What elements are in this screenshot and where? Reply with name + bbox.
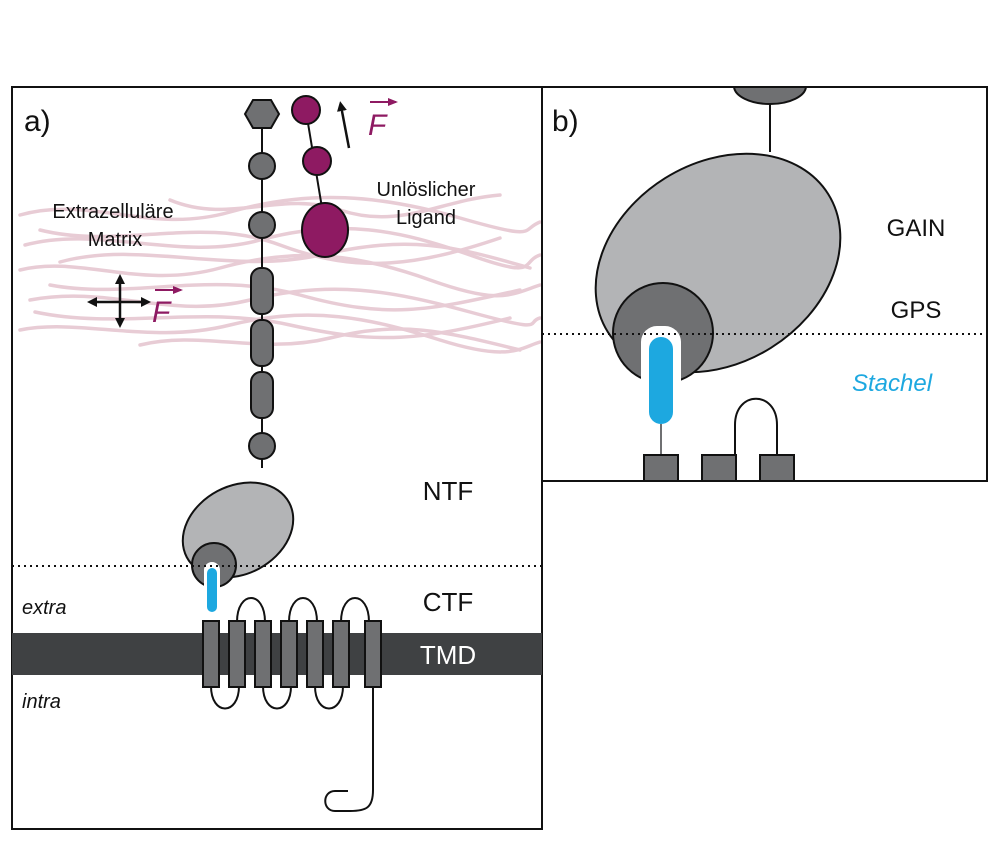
stalk-domain-4 <box>250 319 274 367</box>
panel-b: b) GAIN GPS Stachel <box>541 86 988 482</box>
tm-helix-5 <box>306 620 324 688</box>
force-symbol-ligand: F <box>368 98 398 142</box>
tm-helix-b-2 <box>701 454 737 481</box>
tm-helix-6 <box>332 620 350 688</box>
svg-text:F: F <box>368 109 388 142</box>
force-symbol-ecm: F <box>152 286 183 329</box>
tmd-label: TMD <box>420 640 476 670</box>
force-arrow-ligand <box>337 101 351 149</box>
ligand-domain-1 <box>291 95 321 125</box>
gain-label: GAIN <box>887 215 946 242</box>
panel-b-label: b) <box>552 105 579 138</box>
extra-label: extra <box>22 597 66 619</box>
tm-helix-boxes <box>202 620 382 688</box>
ligand-domain-2 <box>302 146 332 176</box>
panel-a-label: a) <box>24 105 51 138</box>
ecm-label-line2: Matrix <box>88 229 142 251</box>
insoluble-ligand <box>291 95 349 258</box>
ligand-label-line2: Ligand <box>396 207 456 229</box>
four-way-arrows-icon <box>87 274 151 328</box>
membrane-tmd <box>12 633 542 675</box>
tm-helix-3 <box>254 620 272 688</box>
tm-helix-b-3 <box>759 454 795 481</box>
panel-b-frame <box>541 86 988 482</box>
tm-helix-2 <box>228 620 246 688</box>
hexagon-domain <box>243 99 281 129</box>
stalk-domain-1 <box>248 152 276 180</box>
tm-helix-4 <box>280 620 298 688</box>
tm-helix-b-1 <box>643 454 679 481</box>
stachel-label: Stachel <box>852 370 933 397</box>
ligand-domain-3 <box>301 202 349 258</box>
intra-label: intra <box>22 691 61 713</box>
seven-transmembrane-helices <box>210 597 374 812</box>
gain-domain-small <box>181 481 295 579</box>
ntf-label: NTF <box>423 476 474 506</box>
ctf-label: CTF <box>423 587 474 617</box>
stalk-domain-5 <box>250 371 274 419</box>
stachel-small <box>207 568 217 612</box>
ligand-label-line1: Unlöslicher <box>377 179 476 201</box>
svg-text:F: F <box>152 296 172 329</box>
stalk-domain-3 <box>250 267 274 315</box>
stachel-large <box>649 337 673 424</box>
tm-helix-7 <box>364 620 382 688</box>
receptor-stalk <box>243 99 281 468</box>
tm-helix-1 <box>202 620 220 688</box>
gain-domain-large <box>594 152 842 374</box>
stalk-domain-6 <box>248 432 276 460</box>
gps-label: GPS <box>891 297 942 324</box>
ecm-label-line1: Extrazelluläre <box>52 201 173 223</box>
stalk-domain-2 <box>248 211 276 239</box>
